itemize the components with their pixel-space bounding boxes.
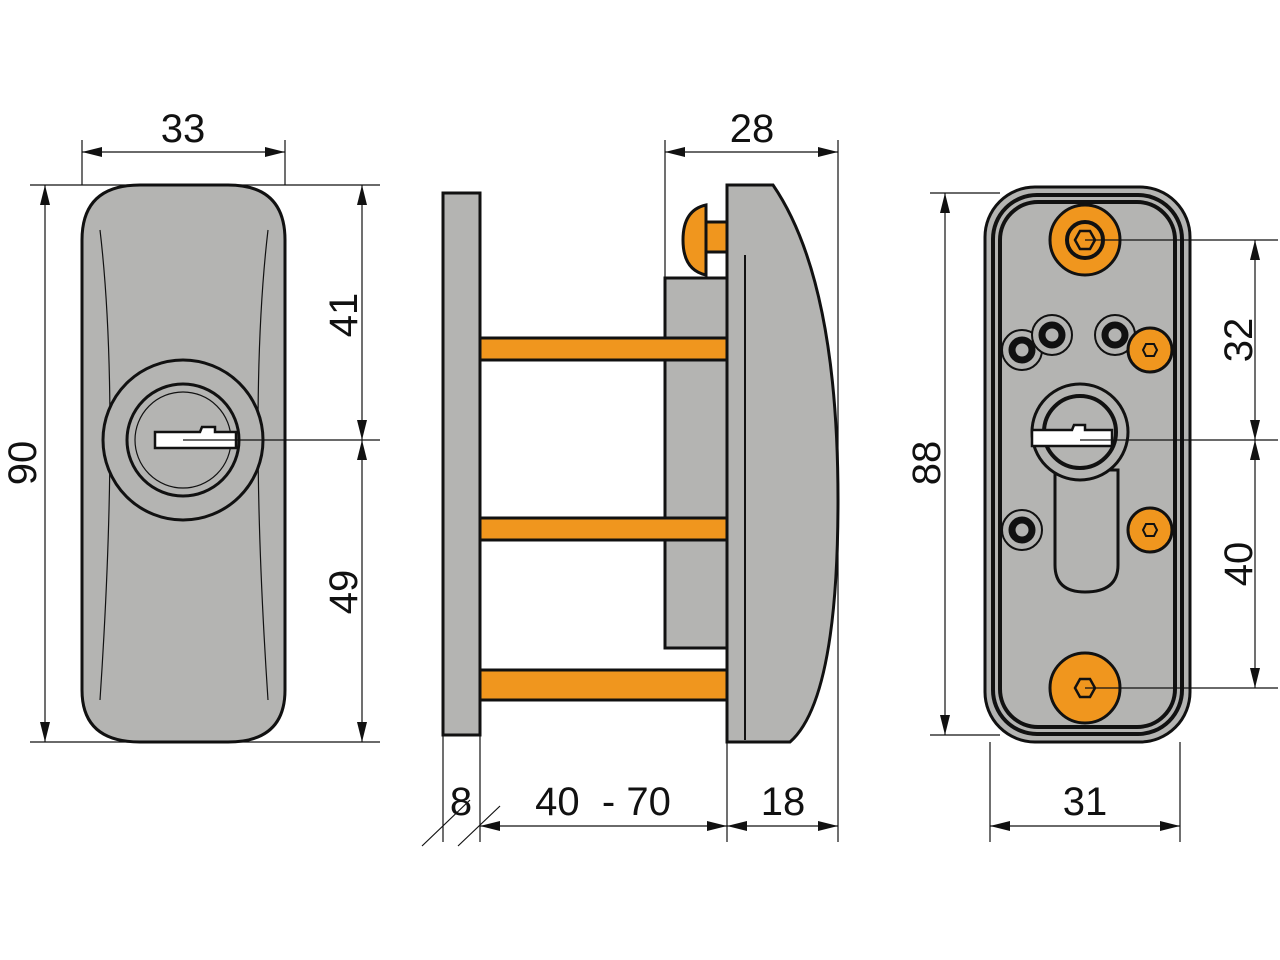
dim-depth: 28 [730, 107, 775, 151]
cylinder-slot [1053, 468, 1120, 594]
keyhole-icon [153, 425, 238, 450]
button-stem [703, 220, 729, 254]
dim-knob: 18 [761, 780, 806, 824]
knob-cap [725, 183, 840, 744]
dim-lower: 40 [1217, 542, 1261, 587]
dim-lower: 49 [322, 570, 366, 615]
dim-width: 33 [161, 107, 206, 151]
dim-upper: 32 [1217, 318, 1261, 363]
dim-plate: 8 [450, 780, 472, 824]
bolt-bar [478, 668, 729, 702]
dim-range: 40 - 70 [535, 780, 671, 824]
side-view: 28 8 40 - 70 18 [421, 107, 840, 847]
dim-height: 88 [905, 441, 949, 486]
dim-height: 90 [1, 441, 45, 486]
back-view: 88 32 40 31 [905, 185, 1278, 842]
back-plate [441, 191, 482, 737]
screw-small [1126, 326, 1174, 374]
screw-small [1126, 506, 1174, 554]
front-view: 33 90 41 49 [1, 107, 380, 744]
bolt-bar [478, 516, 729, 542]
release-button [681, 203, 708, 277]
dim-width: 31 [1063, 780, 1108, 824]
keyhole-icon [1030, 423, 1114, 448]
dim-upper: 41 [322, 293, 366, 338]
mount-block [663, 276, 729, 650]
bolt-bar [478, 336, 729, 362]
